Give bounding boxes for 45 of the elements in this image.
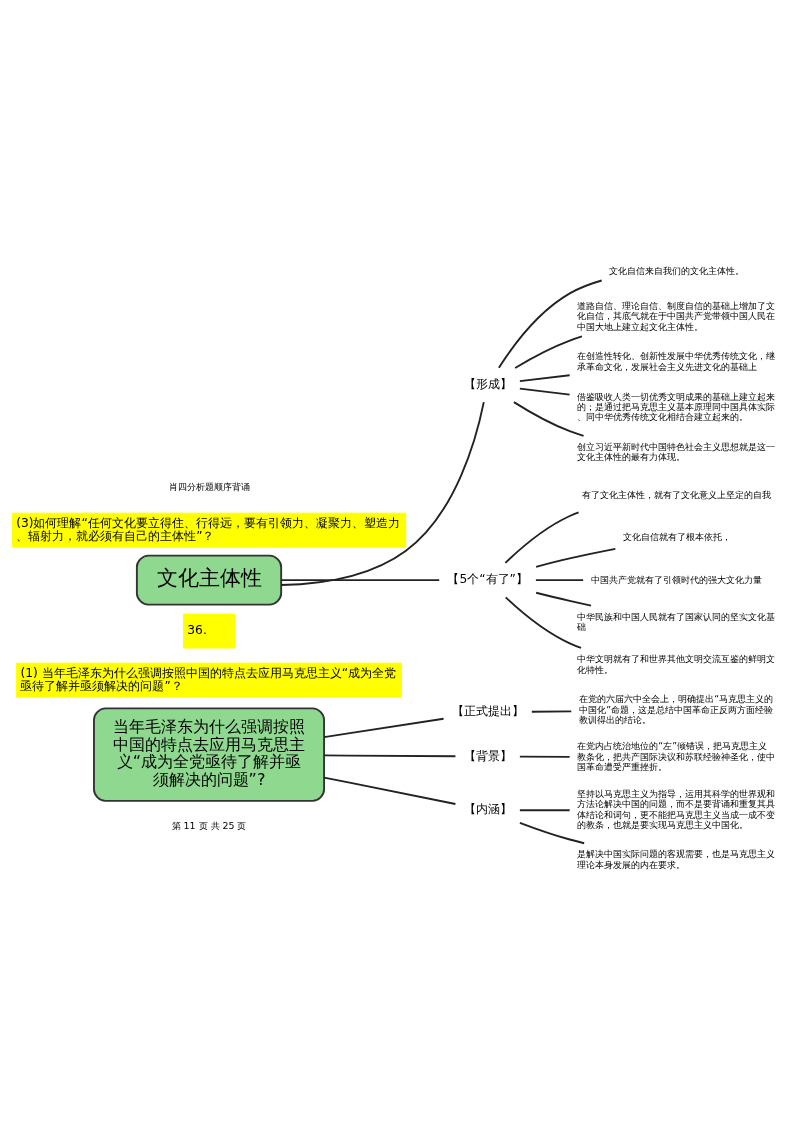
node-text: 在党的六届六中全会上，明确提出“马克思主义的中国化”命题，这是总结中国革命正反两方面经验教训得出的结论。: [579, 693, 774, 726]
connector: [512, 401, 585, 437]
connector: [518, 821, 586, 845]
node-text: 【5个“有了”】: [447, 572, 528, 587]
node-text: 文化自信就有了根本依托，: [623, 531, 732, 543]
node-box: 文化主体性: [135, 554, 283, 606]
node-text: 【正式提出】: [451, 704, 524, 719]
connector: [280, 401, 485, 586]
node-text: 【形成】: [463, 377, 512, 392]
node-text: 坚持以马克思主义为指导，运用其科学的世界观和方法论解决中国的问题，而不是要背诵和重复其具体结论和词句，更不能把马克思主义当成一成不变的教条，也就是要实现马克思主义中国化。: [577, 788, 776, 831]
connector: [280, 579, 441, 582]
connector: [518, 809, 571, 812]
connector: [518, 374, 571, 383]
connector: [323, 717, 445, 739]
node-text: 【内涵】: [463, 802, 512, 817]
label: 第 11 页 共 25 页: [171, 819, 247, 831]
node-text: 创立习近平新时代中国特色社会主义思想就是这一文化主体性的最有力体现。: [577, 441, 776, 463]
connector: [535, 547, 617, 568]
connector: [323, 754, 457, 758]
node-box: 当年毛泽东为什么强调按照中国的特点去应用马克思主义“成为全党亟待了解并亟须解决的问题”?: [93, 707, 326, 802]
label: (3)如何理解“任何文化要立得住、行得远，要有引领力、凝聚力、塑造力、辐射力，就必须有自己的主体性”？: [16, 515, 400, 543]
connector: [534, 579, 585, 582]
connector: [504, 596, 582, 649]
node-text: 文化自信来自我们的文化主体性。: [609, 265, 745, 277]
node-text: 中华民族和中国人民就有了国家认同的坚实文化基础: [577, 610, 776, 633]
node-text: 是解决中国实际问题的客观需要，也是马克思主义理论本身发展的内在要求。: [577, 848, 776, 870]
connector: [497, 279, 603, 369]
connector: [514, 335, 583, 369]
node-text: 道路自信、理论自信、制度自信的基础上增加了文化自信，其底气就在于中国共产党带领中国人民在中国大地上建立起文化主体性。: [577, 300, 776, 332]
node-text: 在创造性转化、创新性发展中华优秀传统文化，继承革命文化，发展社会主义先进文化的基础上: [577, 350, 776, 372]
node-text: 借鉴吸收人类一切优秀文明成果的基础上建立起来的；是通过把马克思主义基本原理同中国具体实际、同中华优秀传统文化相结合建立起来的。: [577, 390, 776, 423]
label: 36.: [187, 623, 207, 638]
connector: [323, 776, 457, 805]
label: 肖四分析题顺序背诵: [168, 481, 250, 493]
node-text: 中国共产党就有了引领时代的强大文化力量: [590, 573, 762, 585]
connector: [535, 591, 592, 607]
connector: [518, 387, 571, 396]
node-text: 在党内占统治地位的“左”倾错误，把马克思主义教条化，把共产国际决议和苏联经验神圣化，使中国革命遭受严重挫折。: [577, 740, 776, 773]
connector: [530, 710, 573, 713]
label: (1) 当年毛泽东为什么强调按照中国的特点去应用马克思主义“成为全党亟待了解并亟须解决的问题”？: [20, 665, 396, 693]
connector: [518, 755, 571, 758]
node-text: 有了文化主体性，就有了文化意义上坚定的自我: [582, 488, 772, 500]
node-text: 【背景】: [463, 748, 512, 763]
node-text: 中华文明就有了和世界其他文明交流互鉴的鲜明文化特性。: [577, 653, 776, 675]
connector: [504, 511, 580, 564]
